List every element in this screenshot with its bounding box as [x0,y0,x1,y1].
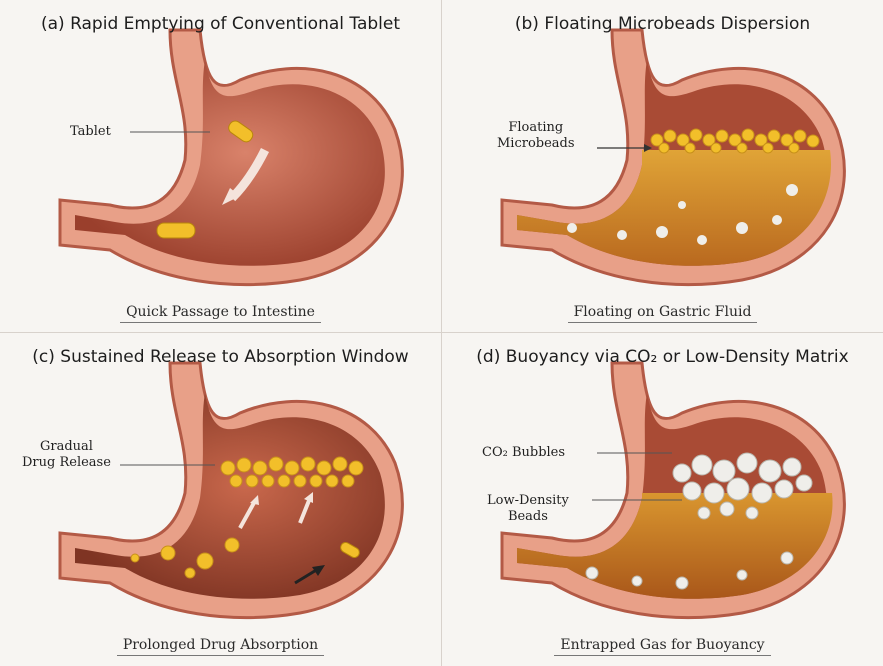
panel-a: (a) Rapid Emptying of Conventional Table… [0,0,441,333]
panel-d: (d) Buoyancy via CO₂ or Low-Density Matr… [442,333,883,666]
panel-caption: Floating on Gastric Fluid [442,304,883,320]
panel-caption: Quick Passage to Intestine [0,304,441,320]
panel-caption: Prolonged Drug Absorption [0,637,441,653]
tablet-label: Tablet [70,124,111,140]
panel-title: (b) Floating Microbeads Dispersion [442,14,883,34]
tablet-icon [157,223,195,238]
low-density-beads-label: Low-Density Beads [487,493,569,525]
panel-title: (a) Rapid Emptying of Conventional Table… [0,14,441,34]
co2-bubbles-label: CO₂ Bubbles [482,445,565,461]
panel-title: (c) Sustained Release to Absorption Wind… [0,347,441,367]
panel-c: (c) Sustained Release to Absorption Wind… [0,333,441,666]
gradual-drug-release-label: Gradual Drug Release [22,439,111,471]
floating-microbeads-label: Floating Microbeads [497,120,575,152]
stomach-illustration-b [442,0,883,333]
panel-b: (b) Floating Microbeads Dispersion Float… [442,0,883,333]
panel-title: (d) Buoyancy via CO₂ or Low-Density Matr… [442,347,883,367]
stomach-illustration-a [0,0,441,333]
stomach-illustration-c [0,333,441,666]
panel-caption: Entrapped Gas for Buoyancy [442,637,883,653]
